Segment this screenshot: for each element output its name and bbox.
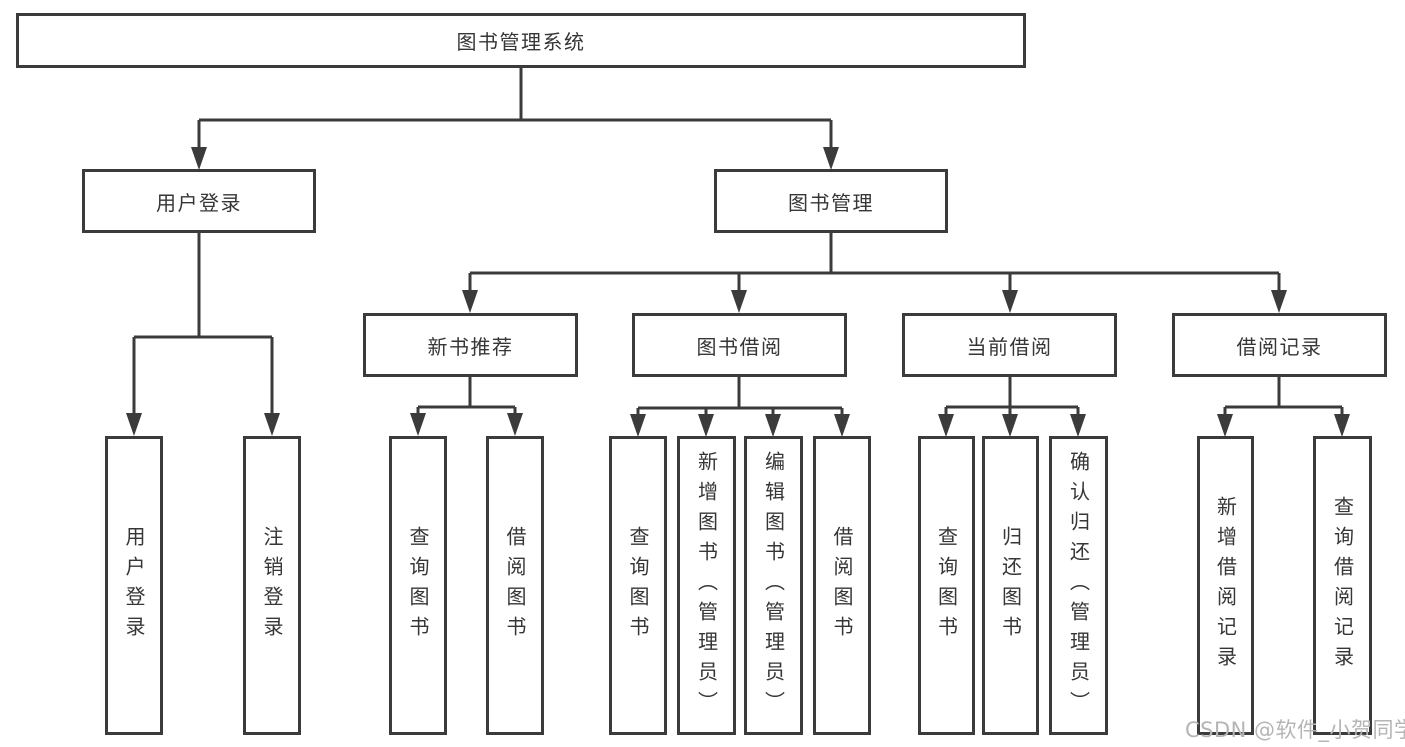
edges-root <box>197 68 833 150</box>
leaf-return-books: 归还图书 <box>982 436 1039 735</box>
arrowheads-root <box>191 147 839 170</box>
leaf-edit-books-admin: 编辑图书（管理员） <box>744 436 803 735</box>
leaf-borrow-books-recommend: 借阅图书 <box>486 436 544 735</box>
leaf-add-borrow-record: 新增借阅记录 <box>1197 436 1254 735</box>
arrowheads-current-borrowing <box>938 414 1086 437</box>
leaf-query-books-borrow: 查询图书 <box>609 436 667 735</box>
node-book-borrowing: 图书借阅 <box>632 313 847 377</box>
edges-new-book-recommendation <box>416 377 517 414</box>
node-borrowing-records: 借阅记录 <box>1172 313 1387 377</box>
arrowheads-user-login <box>126 413 280 436</box>
arrowheads-borrowing-records <box>1217 414 1350 437</box>
edges-borrowing-records <box>1223 377 1344 414</box>
node-user-login: 用户登录 <box>82 169 316 233</box>
leaf-query-borrow-record: 查询借阅记录 <box>1313 436 1372 735</box>
node-library-system: 图书管理系统 <box>16 13 1026 68</box>
arrowheads-new-book-recommendation <box>410 413 523 436</box>
leaf-query-books-recommend: 查询图书 <box>389 436 447 735</box>
leaf-borrow-books: 借阅图书 <box>813 436 871 735</box>
arrowheads-book-management <box>462 290 1287 313</box>
leaf-add-books-admin: 新增图书（管理员） <box>677 436 736 735</box>
node-current-borrowing: 当前借阅 <box>902 313 1117 377</box>
node-new-book-recommendation: 新书推荐 <box>363 313 578 377</box>
leaf-confirm-return-admin: 确认归还（管理员） <box>1049 436 1108 735</box>
csdn-watermark: CSDN @软件_小贺同学 <box>1185 718 1405 742</box>
node-book-management: 图书管理 <box>714 169 948 233</box>
arrowheads-book-borrowing <box>630 414 850 437</box>
edges-book-borrowing <box>636 377 844 414</box>
edges-current-borrowing <box>944 377 1080 414</box>
leaf-user-login: 用户登录 <box>105 436 163 735</box>
leaf-logout: 注销登录 <box>243 436 301 735</box>
leaf-query-books-current: 查询图书 <box>918 436 975 735</box>
edges-book-management <box>468 233 1281 292</box>
edges-user-login <box>132 233 274 414</box>
